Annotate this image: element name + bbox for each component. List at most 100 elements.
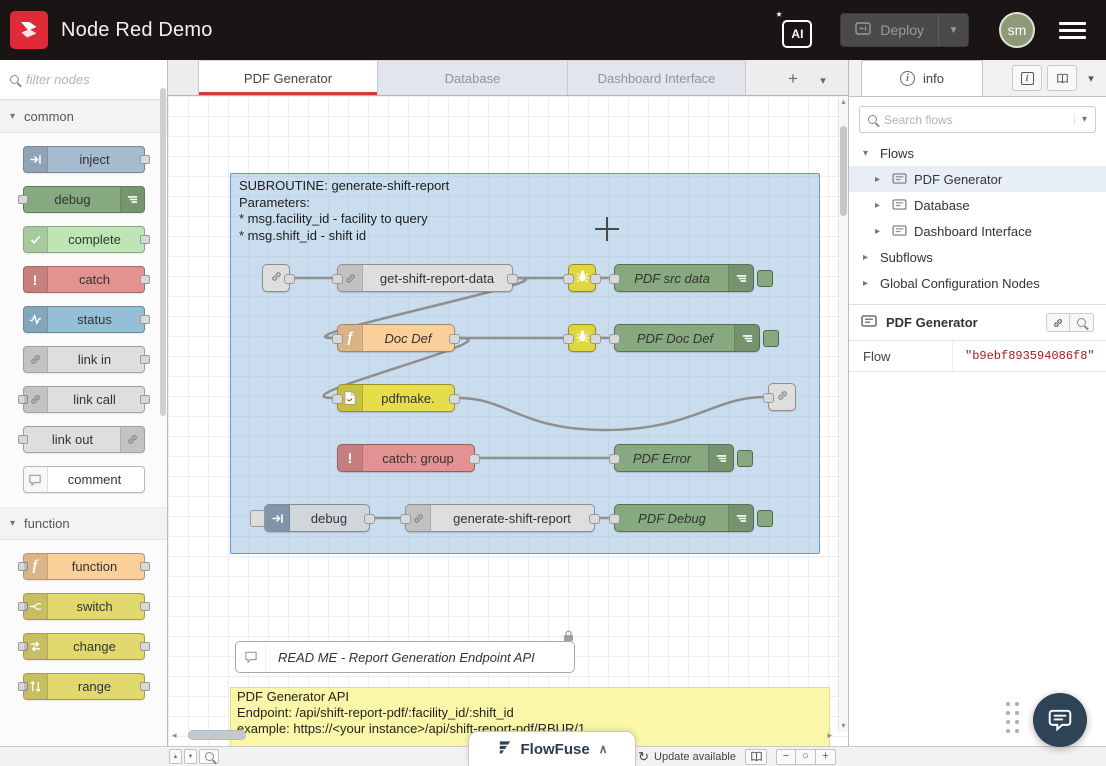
palette-node-switch[interactable]: switch — [23, 593, 145, 620]
main-menu-button[interactable] — [1059, 22, 1086, 39]
output-port[interactable] — [590, 334, 601, 344]
expand-categories-button[interactable]: ▼ — [184, 749, 197, 764]
node-bug-2[interactable] — [568, 324, 596, 352]
tab-database[interactable]: Database — [378, 60, 568, 95]
deploy-button[interactable]: Deploy ▼ — [840, 13, 969, 47]
flow-canvas[interactable]: SUBROUTINE: generate-shift-report Parame… — [168, 96, 848, 746]
tree-item-pdf-generator[interactable]: ▸ PDF Generator — [849, 166, 1106, 192]
zoom-out-button[interactable]: − — [776, 749, 796, 765]
palette-node-inject[interactable]: inject — [23, 146, 145, 173]
tree-flows[interactable]: ▾ Flows — [849, 140, 1106, 166]
input-port[interactable] — [332, 394, 343, 404]
node-doc-def[interactable]: f Doc Def — [337, 324, 455, 352]
input-port[interactable] — [609, 334, 620, 344]
node-generate-shift-report[interactable]: generate-shift-report — [405, 504, 595, 532]
palette-node-change[interactable]: change — [23, 633, 145, 660]
palette-scrollbar[interactable] — [160, 60, 166, 746]
scroll-down-arrow[interactable]: ▾ — [839, 721, 848, 731]
deploy-options-button[interactable]: ▼ — [938, 14, 968, 46]
tab-pdf-generator[interactable]: PDF Generator — [198, 60, 378, 95]
zoom-reset-button[interactable]: ○ — [796, 749, 816, 765]
input-port[interactable] — [332, 274, 343, 284]
zoom-in-button[interactable]: + — [816, 749, 836, 765]
collapse-categories-button[interactable]: ▲ — [169, 749, 182, 764]
input-port[interactable] — [563, 334, 574, 344]
category-common[interactable]: ▾ common — [0, 100, 167, 133]
chat-launcher-button[interactable] — [1033, 693, 1087, 747]
input-port[interactable] — [763, 393, 774, 403]
output-port[interactable] — [589, 514, 600, 524]
palette-node-status[interactable]: status — [23, 306, 145, 333]
search-flow-button[interactable] — [1070, 313, 1094, 332]
guide-button[interactable] — [745, 749, 767, 765]
palette-node-catch[interactable]: ! catch — [23, 266, 145, 293]
output-port[interactable] — [469, 454, 480, 464]
debug-toggle-button[interactable] — [757, 510, 773, 527]
palette-node-link-call[interactable]: link call — [23, 386, 145, 413]
scrollbar-thumb[interactable] — [188, 730, 246, 740]
palette-node-complete[interactable]: complete — [23, 226, 145, 253]
node-pdf-error[interactable]: PDF Error — [614, 444, 734, 472]
output-port[interactable] — [507, 274, 518, 284]
debug-toggle-button[interactable] — [757, 270, 773, 287]
tree-subflows[interactable]: ▸ Subflows — [849, 244, 1106, 270]
link-in-node[interactable] — [262, 264, 290, 292]
output-port[interactable] — [590, 274, 601, 284]
node-get-shift-report-data[interactable]: get-shift-report-data — [337, 264, 513, 292]
update-available[interactable]: ↻ Update available — [638, 750, 736, 763]
node-catch-group[interactable]: ! catch: group — [337, 444, 475, 472]
output-port[interactable] — [364, 514, 375, 524]
palette-node-comment[interactable]: comment — [23, 466, 145, 493]
scrollbar-thumb[interactable] — [840, 126, 847, 216]
sidebar-menu-button[interactable]: ▾ — [1082, 72, 1100, 85]
tab-dashboard-interface[interactable]: Dashboard Interface — [568, 60, 746, 95]
flowfuse-toolbar-toggle[interactable]: FlowFuse ∧ — [468, 731, 636, 766]
debug-toggle-button[interactable] — [763, 330, 779, 347]
filter-nodes-input[interactable] — [26, 72, 157, 87]
node-inject-debug[interactable]: debug — [264, 504, 370, 532]
scroll-right-arrow[interactable]: ▸ — [827, 730, 832, 741]
output-port[interactable] — [284, 274, 295, 284]
comment-node-readme[interactable]: READ ME - Report Generation Endpoint API — [235, 641, 575, 673]
input-port[interactable] — [609, 274, 620, 284]
node-pdf-doc-def[interactable]: PDF Doc Def — [614, 324, 760, 352]
flow-list-button[interactable]: ▾ — [810, 66, 836, 90]
palette-node-debug[interactable]: debug — [23, 186, 145, 213]
input-port[interactable] — [609, 514, 620, 524]
output-port[interactable] — [449, 334, 460, 344]
copy-link-button[interactable] — [1046, 313, 1070, 332]
palette-node-link-in[interactable]: link in — [23, 346, 145, 373]
category-function[interactable]: ▾ function — [0, 507, 167, 540]
palette-node-range[interactable]: range — [23, 673, 145, 700]
chat-drag-handle[interactable] — [1006, 702, 1019, 733]
ai-assistant-button[interactable]: ⋆ AI — [772, 10, 814, 50]
flow-group[interactable]: SUBROUTINE: generate-shift-report Parame… — [230, 173, 820, 554]
property-value[interactable]: "b9ebf893594086f8" — [953, 341, 1095, 371]
input-port[interactable] — [332, 334, 343, 344]
inject-button[interactable] — [250, 510, 265, 527]
node-bug-1[interactable] — [568, 264, 596, 292]
input-port[interactable] — [609, 454, 620, 464]
node-pdf-debug[interactable]: PDF Debug — [614, 504, 754, 532]
search-flows-button[interactable] — [199, 749, 219, 764]
tab-info[interactable]: i info — [861, 60, 983, 96]
node-pdfmake[interactable]: pdfmake. — [337, 384, 455, 412]
palette-node-function[interactable]: f function — [23, 553, 145, 580]
debug-toggle-button[interactable] — [737, 450, 753, 467]
canvas-vertical-scrollbar[interactable]: ▴ ▾ — [838, 96, 848, 732]
help-book-button[interactable] — [1047, 65, 1077, 91]
output-port[interactable] — [449, 394, 460, 404]
add-flow-button[interactable]: + — [780, 66, 806, 90]
tree-item-database[interactable]: ▸ Database — [849, 192, 1106, 218]
user-avatar[interactable]: sm — [999, 12, 1035, 48]
scroll-up-arrow[interactable]: ▴ — [839, 97, 848, 107]
input-port[interactable] — [400, 514, 411, 524]
chevron-down-icon[interactable]: ▾ — [1074, 114, 1087, 125]
palette-scrollbar-thumb[interactable] — [160, 88, 166, 416]
scroll-left-arrow[interactable]: ◂ — [172, 730, 177, 741]
input-port[interactable] — [563, 274, 574, 284]
tree-global-config[interactable]: ▸ Global Configuration Nodes — [849, 270, 1106, 296]
palette-node-link-out[interactable]: link out — [23, 426, 145, 453]
search-flows-input[interactable] — [884, 113, 1067, 127]
tree-item-dashboard-interface[interactable]: ▸ Dashboard Interface — [849, 218, 1106, 244]
